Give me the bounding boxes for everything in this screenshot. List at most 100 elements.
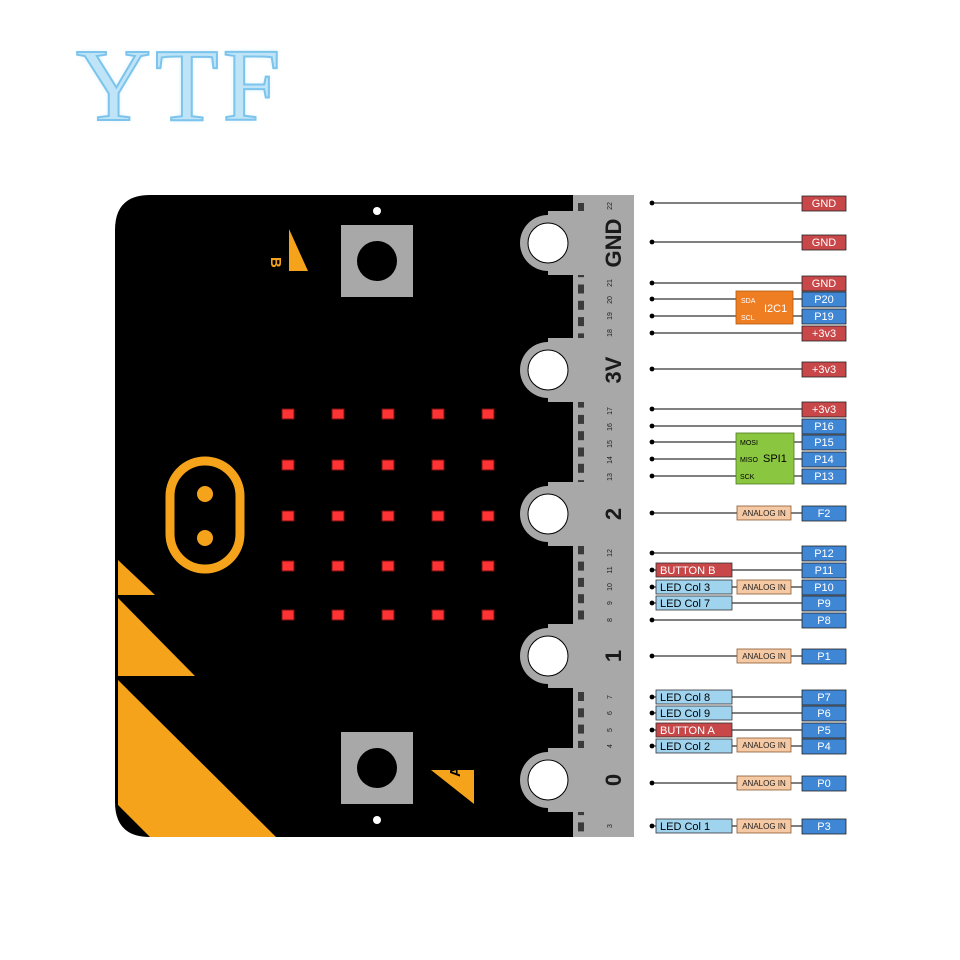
spi-group-box	[735, 432, 795, 485]
pin-label-box	[801, 562, 847, 579]
spi-title: SPI1	[763, 453, 787, 465]
pin-label: P12	[814, 548, 834, 560]
pin-label-box	[801, 722, 847, 739]
function-box	[655, 579, 733, 595]
pin-label: P13	[814, 471, 834, 483]
analog-in-label: ANALOG IN	[742, 779, 786, 788]
led	[381, 510, 395, 522]
corner-accent-3	[118, 680, 276, 837]
spi-miso-label: MISO	[740, 457, 758, 464]
board-body	[115, 195, 634, 837]
function-label: LED Col 3	[660, 582, 710, 594]
connector-tooth	[578, 708, 584, 718]
edge-pin-number: 12	[607, 549, 614, 557]
corner-accent-1	[118, 560, 155, 595]
pin-label-box	[801, 705, 847, 722]
analog-in-box	[736, 505, 792, 521]
edge-pin-number: 6	[607, 711, 614, 715]
pin-label-box	[801, 234, 847, 251]
edge-pin-label: 0	[601, 774, 626, 786]
connector-tooth	[578, 414, 584, 424]
led	[381, 459, 395, 471]
led	[281, 510, 295, 522]
edge-pin-hole	[527, 349, 569, 391]
analog-in-label: ANALOG IN	[742, 741, 786, 750]
function-box	[655, 738, 733, 754]
led	[431, 510, 445, 522]
edge-pin-hole	[527, 635, 569, 677]
pin-label: +3v3	[812, 404, 836, 416]
analog-in-box	[736, 648, 792, 664]
edge-pin-number: 20	[607, 296, 614, 304]
led	[431, 560, 445, 572]
pin-label-box	[801, 308, 847, 325]
led	[331, 510, 345, 522]
pin-label-box	[801, 505, 847, 522]
pin-label-box	[801, 612, 847, 629]
pin-label-box	[801, 579, 847, 596]
logo-dot-bottom	[197, 530, 213, 546]
pin-label: GND	[812, 278, 837, 290]
led	[431, 609, 445, 621]
led	[281, 459, 295, 471]
function-label: LED Col 9	[660, 708, 710, 720]
edge-pin-number: 7	[607, 695, 614, 699]
led	[481, 510, 495, 522]
edge-pin-hole	[527, 222, 569, 264]
edge-pin-label: 2	[601, 508, 626, 520]
connector-tooth	[578, 724, 584, 734]
button-a	[357, 748, 397, 788]
connector-tooth	[578, 203, 584, 212]
edge-pin-label: GND	[601, 219, 626, 268]
pin-label-box	[801, 818, 847, 835]
analog-in-box	[736, 737, 792, 753]
function-label: LED Col 8	[660, 692, 710, 704]
analog-in-label: ANALOG IN	[742, 652, 786, 661]
edge-pin-number: 14	[607, 456, 614, 464]
edge-pin-number: 22	[607, 202, 614, 210]
pin-label: P20	[814, 294, 834, 306]
pin-label-box	[801, 434, 847, 451]
edge-pin-number: 18	[607, 329, 614, 337]
led	[481, 459, 495, 471]
pin-label-box	[801, 545, 847, 562]
mount-hole-bottom	[373, 816, 381, 824]
connector-tooth	[578, 447, 584, 457]
pin-label: P3	[817, 821, 830, 833]
pin-label: P19	[814, 311, 834, 323]
pin-label: +3v3	[812, 364, 836, 376]
pin-label-box	[801, 689, 847, 706]
pin-label: P1	[817, 651, 830, 663]
led	[331, 609, 345, 621]
pin-label: P11	[815, 565, 834, 577]
function-box	[655, 562, 733, 578]
pin-label: +3v3	[812, 328, 836, 340]
function-label: BUTTON B	[660, 565, 715, 577]
led-matrix	[281, 408, 495, 621]
corner-accent-2	[118, 598, 195, 676]
connector-tooth	[578, 300, 584, 310]
spi-mosi-label: MOSI	[740, 440, 758, 447]
connector-tooth	[578, 577, 584, 587]
led	[381, 609, 395, 621]
edge-pin-number: 16	[607, 423, 614, 431]
pin-label-box	[801, 361, 847, 378]
function-box	[655, 595, 733, 611]
analog-in-box	[736, 818, 792, 834]
edge-pin-number: 13	[607, 473, 614, 481]
edge-pin-number: 4	[607, 744, 614, 748]
edge-pin-hole	[527, 759, 569, 801]
edge-pin-label: 1	[601, 650, 626, 662]
function-label: LED Col 1	[660, 821, 710, 833]
pin-label-box	[801, 775, 847, 792]
function-box	[655, 722, 733, 738]
led	[481, 408, 495, 420]
pin-label-box	[801, 401, 847, 418]
logo-dot-top	[197, 486, 213, 502]
led	[431, 459, 445, 471]
i2c-scl-label: SCL	[741, 315, 755, 322]
connector-tooth	[578, 333, 584, 343]
